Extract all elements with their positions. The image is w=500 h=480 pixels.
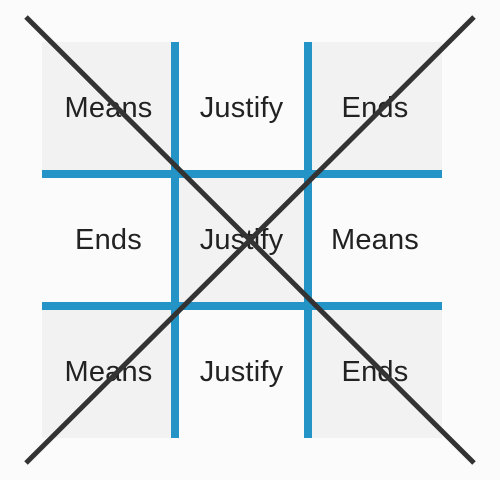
cell-center: Justify (175, 174, 308, 306)
cell-bottom-right: Ends (308, 306, 442, 438)
cell-middle-right: Means (330, 223, 420, 256)
cell-middle-left: Ends (75, 223, 142, 256)
cell-top-center: Justify (199, 91, 284, 124)
word-grid: Means Justify Ends Ends Justify Means Me… (42, 42, 442, 438)
cell-top-right: Ends (308, 42, 442, 174)
cell-bottom-center: Justify (199, 355, 284, 388)
cell-top-left: Means (42, 42, 175, 174)
cell-bottom-left: Means (42, 306, 175, 438)
